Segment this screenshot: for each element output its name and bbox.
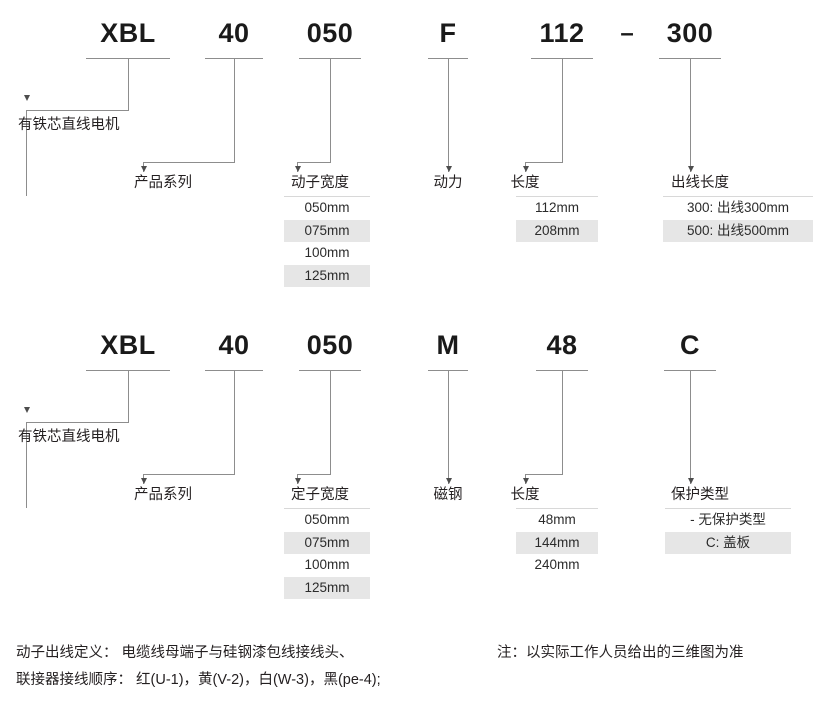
caption-product-series: 产品系列 [134,487,192,503]
leader-xbl-seg1 [128,58,129,111]
leader-050-seg1 [330,58,331,163]
caption-magnet-steel: 磁钢 [433,487,463,503]
footer-wiring-line-2: 联接器接线顺序： 红(U-1)，黄(V-2)，白(W-3)，黑(pe-4); [16,671,381,688]
leader-c-seg [690,370,691,484]
naming-diagram-magnet-track: XBL 40 050 M 48 C 有铁芯直线电机 产品系列 定子宽度 磁钢 长… [0,312,818,602]
option-item[interactable]: 144mm [516,531,598,555]
leader-40-seg1 [234,370,235,475]
code-token-40: 40 [218,330,250,360]
option-item[interactable]: 075mm [284,219,370,243]
option-item[interactable]: C: 盖板 [665,531,791,555]
leader-48-seg1 [562,370,563,475]
option-item-empty [665,576,791,600]
option-item[interactable]: 100mm [284,554,370,577]
leader-f-arrow [445,166,452,172]
leader-m-arrow [445,478,452,484]
option-item[interactable]: 125mm [284,576,370,600]
option-item[interactable]: 240mm [516,554,598,577]
caption-forcer-width: 动子宽度 [291,175,349,191]
leader-xbl-arrow [23,95,30,101]
option-item-empty [516,242,598,265]
leader-48-jog [525,474,563,475]
footer-wiring-line-1: 动子出线定义： 电缆线母端子与硅钢漆包线接线头、 [16,645,354,661]
leader-xbl-seg2 [26,110,27,196]
option-item[interactable]: 050mm [284,197,370,220]
option-stack-length: 112mm 208mm [516,196,598,288]
leader-m-seg [448,370,449,484]
leader-xbl-jog [26,110,129,111]
leader-112-seg1 [562,58,563,163]
leader-050-arrow [294,478,301,484]
leader-40-arrow [140,478,147,484]
option-item[interactable]: - 无保护类型 [665,509,791,532]
option-item-empty [663,242,813,265]
code-separator-dash: – [620,20,634,47]
caption-power: 动力 [433,175,463,191]
leader-300-arrow [687,166,694,172]
footer-note-right: 注：以实际工作人员给出的三维图为准 [497,645,744,661]
option-stack-stator-width: 050mm 075mm 100mm 125mm [284,508,370,600]
option-item[interactable]: 208mm [516,219,598,243]
option-item[interactable]: 100mm [284,242,370,265]
option-item[interactable]: 500: 出线500mm [663,219,813,243]
leader-050-seg1 [330,370,331,475]
option-item[interactable]: 050mm [284,509,370,532]
leader-40-seg1 [234,58,235,163]
leader-f-seg [448,58,449,172]
option-item[interactable]: 125mm [284,264,370,288]
option-item[interactable]: 112mm [516,197,598,220]
code-token-c: C [680,330,700,360]
leader-050-jog [297,162,331,163]
leader-300-seg [690,58,691,172]
code-token-xbl: XBL [100,18,156,48]
leader-xbl-arrow [23,407,30,413]
code-token-xbl: XBL [100,330,156,360]
option-item-empty [663,264,813,288]
code-token-f: F [439,18,457,48]
code-token-112: 112 [539,18,585,48]
option-stack-forcer-width: 050mm 075mm 100mm 125mm [284,196,370,288]
caption-lead-wire-length: 出线长度 [671,175,729,191]
leader-48-arrow [522,478,529,484]
code-token-40: 40 [218,18,250,48]
naming-diagram-forcer: XBL 40 050 F 112 – 300 有铁芯直线电机 产品系列 动子宽度… [0,0,818,300]
caption-iron-core-linear-motor: 有铁芯直线电机 [18,429,120,445]
leader-c-arrow [687,478,694,484]
code-token-48: 48 [546,330,578,360]
caption-iron-core-linear-motor: 有铁芯直线电机 [18,117,120,133]
leader-xbl-seg1 [128,370,129,423]
caption-product-series: 产品系列 [134,175,192,191]
leader-40-arrow [140,166,147,172]
option-item-empty [665,554,791,577]
caption-stator-width: 定子宽度 [291,487,349,503]
leader-050-jog [297,474,331,475]
leader-40-jog [143,474,235,475]
code-token-050: 050 [306,18,354,48]
leader-40-jog [143,162,235,163]
leader-xbl-jog [26,422,129,423]
option-item[interactable]: 075mm [284,531,370,555]
code-token-300: 300 [666,18,714,48]
code-token-m: M [436,330,460,360]
caption-length: 长度 [510,487,540,503]
code-token-050: 050 [306,330,354,360]
leader-xbl-seg2 [26,422,27,508]
leader-112-arrow [522,166,529,172]
option-item[interactable]: 300: 出线300mm [663,197,813,220]
caption-protection-type: 保护类型 [671,487,729,503]
option-stack-length: 48mm 144mm 240mm [516,508,598,600]
option-item-empty [516,576,598,600]
option-stack-protection-type: - 无保护类型 C: 盖板 [665,508,791,600]
caption-length: 长度 [510,175,540,191]
option-item-empty [516,264,598,288]
option-item[interactable]: 48mm [516,509,598,532]
leader-050-arrow [294,166,301,172]
option-stack-lead-wire-length: 300: 出线300mm 500: 出线500mm [663,196,813,288]
footer-wiring-definition: 动子出线定义： 电缆线母端子与硅钢漆包线接线头、 联接器接线顺序： 红(U-1)… [16,640,381,694]
leader-112-jog [525,162,563,163]
